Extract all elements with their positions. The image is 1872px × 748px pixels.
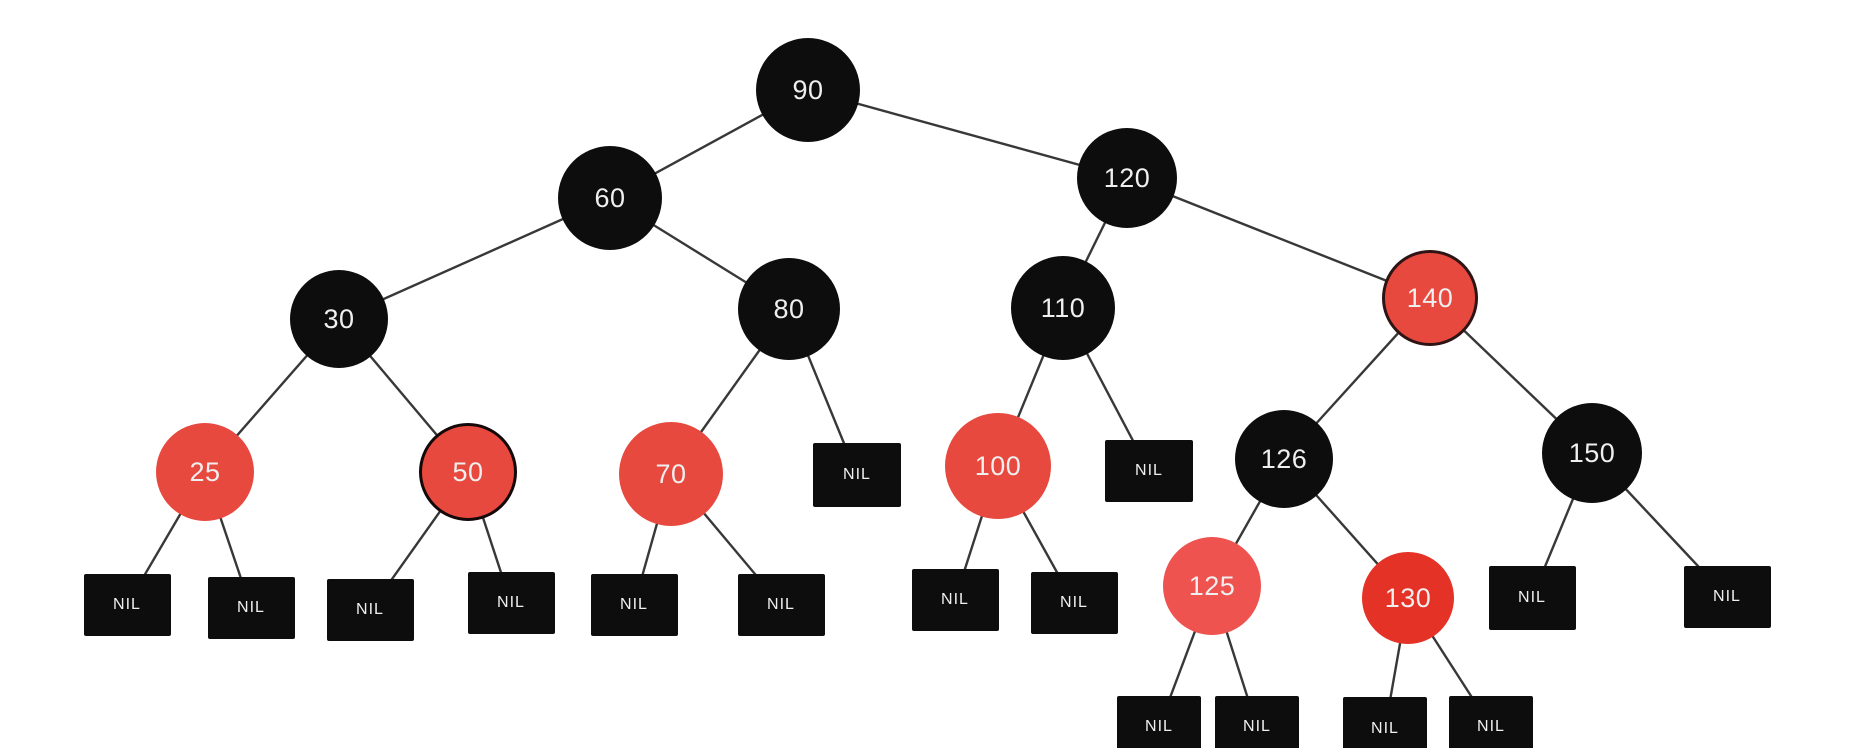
nil-leaf-nil-130r: NIL [1449,696,1533,748]
node-label: 130 [1384,582,1432,613]
node-label: NIL [1060,594,1088,611]
tree-node-110: 110 [1011,256,1115,360]
tree-node-125: 125 [1163,537,1261,635]
nil-leaf-nil-100r: NIL [1030,572,1118,634]
tree-node-25: 25 [156,423,254,521]
node-label: 25 [189,456,221,487]
node-label: 150 [1568,437,1616,468]
nil-leaf-nil-50l: NIL [326,579,414,641]
tree-node-60: 60 [558,146,662,250]
node-label: NIL [1477,718,1505,735]
nil-leaf-nil-150l: NIL [1488,566,1576,630]
node-label: NIL [941,591,969,608]
node-label: NIL [620,596,648,613]
node-label: 110 [1040,292,1086,323]
node-label: 80 [773,293,805,324]
node-label: NIL [497,594,525,611]
node-label: NIL [767,596,795,613]
tree-node-130: 130 [1362,552,1454,644]
node-label: 100 [974,450,1022,481]
nil-leaf-nil-70l: NIL [590,574,678,636]
node-label: NIL [1135,462,1163,479]
node-label: NIL [237,599,265,616]
tree-node-126: 126 [1235,410,1333,508]
tree-node-70: 70 [619,422,723,526]
tree-node-30: 30 [290,270,388,368]
node-label: NIL [356,601,384,618]
node-label: NIL [1713,588,1741,605]
nil-leaf-nil-25l: NIL [83,574,171,636]
tree-node-50: 50 [419,423,517,521]
node-label: NIL [1518,589,1546,606]
nil-leaf-nil-110r: NIL [1105,440,1193,502]
nil-leaf-nil-80r: NIL [813,443,901,507]
node-label: 70 [655,458,687,489]
tree-node-150: 150 [1542,403,1642,503]
tree-node-120: 120 [1077,128,1177,228]
nil-leaf-nil-25r: NIL [207,577,295,639]
tree-edge-90-120 [807,88,1128,180]
node-label: 90 [792,74,824,105]
nil-leaf-nil-125l: NIL [1117,696,1201,748]
nil-leaf-nil-125r: NIL [1215,696,1299,748]
node-label: 125 [1188,570,1236,601]
node-label: NIL [1145,718,1173,735]
node-label: 126 [1260,443,1308,474]
node-label: 60 [594,182,626,213]
node-label: NIL [113,596,141,613]
node-label: 50 [452,456,484,487]
nil-leaf-nil-70r: NIL [737,574,825,636]
node-label: 140 [1406,282,1454,313]
node-label: 120 [1103,162,1151,193]
tree-node-90: 90 [756,38,860,142]
tree-node-80: 80 [738,258,840,360]
nil-leaf-nil-150r: NIL [1683,566,1771,628]
node-label: 30 [323,303,355,334]
nil-leaf-nil-100l: NIL [911,569,999,631]
tree-node-140: 140 [1382,250,1478,346]
nil-leaf-nil-130l: NIL [1343,697,1427,748]
tree-node-100: 100 [945,413,1051,519]
tree-edge-120-140 [1126,176,1431,300]
node-label: NIL [843,466,871,483]
node-label: NIL [1371,720,1399,737]
nil-leaf-nil-50r: NIL [467,572,555,634]
node-label: NIL [1243,718,1271,735]
